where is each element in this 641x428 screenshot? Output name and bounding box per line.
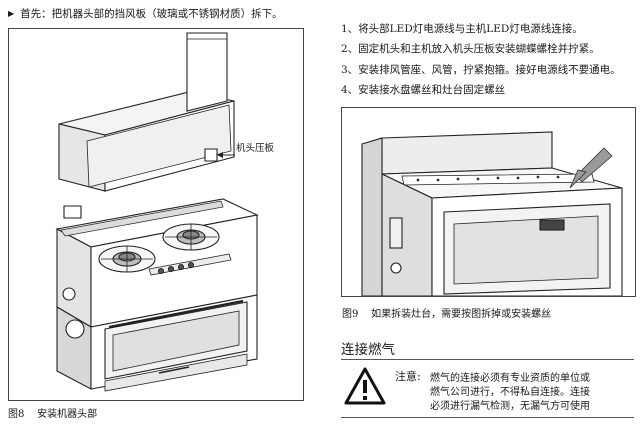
cooktop-screw-detail-drawing [361, 131, 623, 297]
callout-pressure-plate: 机头压板 [236, 143, 275, 154]
figure-9-illustration [341, 107, 636, 297]
figure-8-caption: 图8 安装机器头部 [8, 405, 97, 420]
note-label: 注意: [395, 370, 421, 383]
section-divider-bottom [341, 417, 634, 418]
figure-9-number: 图9 [342, 309, 359, 320]
figure-9-title: 如果拆装灶台，需要按图拆掉或安装螺丝 [371, 309, 552, 320]
warning-triangle-icon [344, 367, 386, 405]
step-3: 3、安装排风管座、风管，拧紧抱箍。接好电源线不要通电。 [341, 64, 621, 76]
step-2: 2、固定机头和主机放入机头压板安装蝴蝶螺栓并拧紧。 [341, 43, 600, 55]
bullet-arrow-icon: ▶ [8, 9, 15, 18]
step-1: 1、将头部LED灯电源线与主机LED灯电源线连接。 [341, 23, 583, 35]
intro-instruction: ▶ 首先：把机器头部的挡风板（玻璃或不锈钢材质）拆下。 [8, 6, 283, 21]
step-4: 4、安装接水盘螺丝和灶台固定螺丝 [341, 84, 506, 96]
note-line-1: 燃气的连接必须有专业资质的单位或 [430, 373, 590, 384]
note-line-3: 必须进行漏气检测，无漏气方可使用 [430, 401, 590, 412]
section-heading: 连接燃气 [341, 342, 395, 358]
note-line-2: 燃气公司进行，不得私自连接。连接 [430, 387, 590, 398]
range-hood-assembly-drawing [55, 32, 259, 392]
intro-text: 首先：把机器头部的挡风板（玻璃或不锈钢材质）拆下。 [20, 8, 283, 20]
figure-8-number: 图8 [8, 409, 25, 420]
figure-9-caption: 图9 如果拆装灶台，需要按图拆掉或安装螺丝 [342, 305, 551, 320]
figure-8-illustration [8, 28, 304, 401]
figure-8-title: 安装机器头部 [37, 409, 98, 420]
section-divider-top [341, 359, 634, 360]
